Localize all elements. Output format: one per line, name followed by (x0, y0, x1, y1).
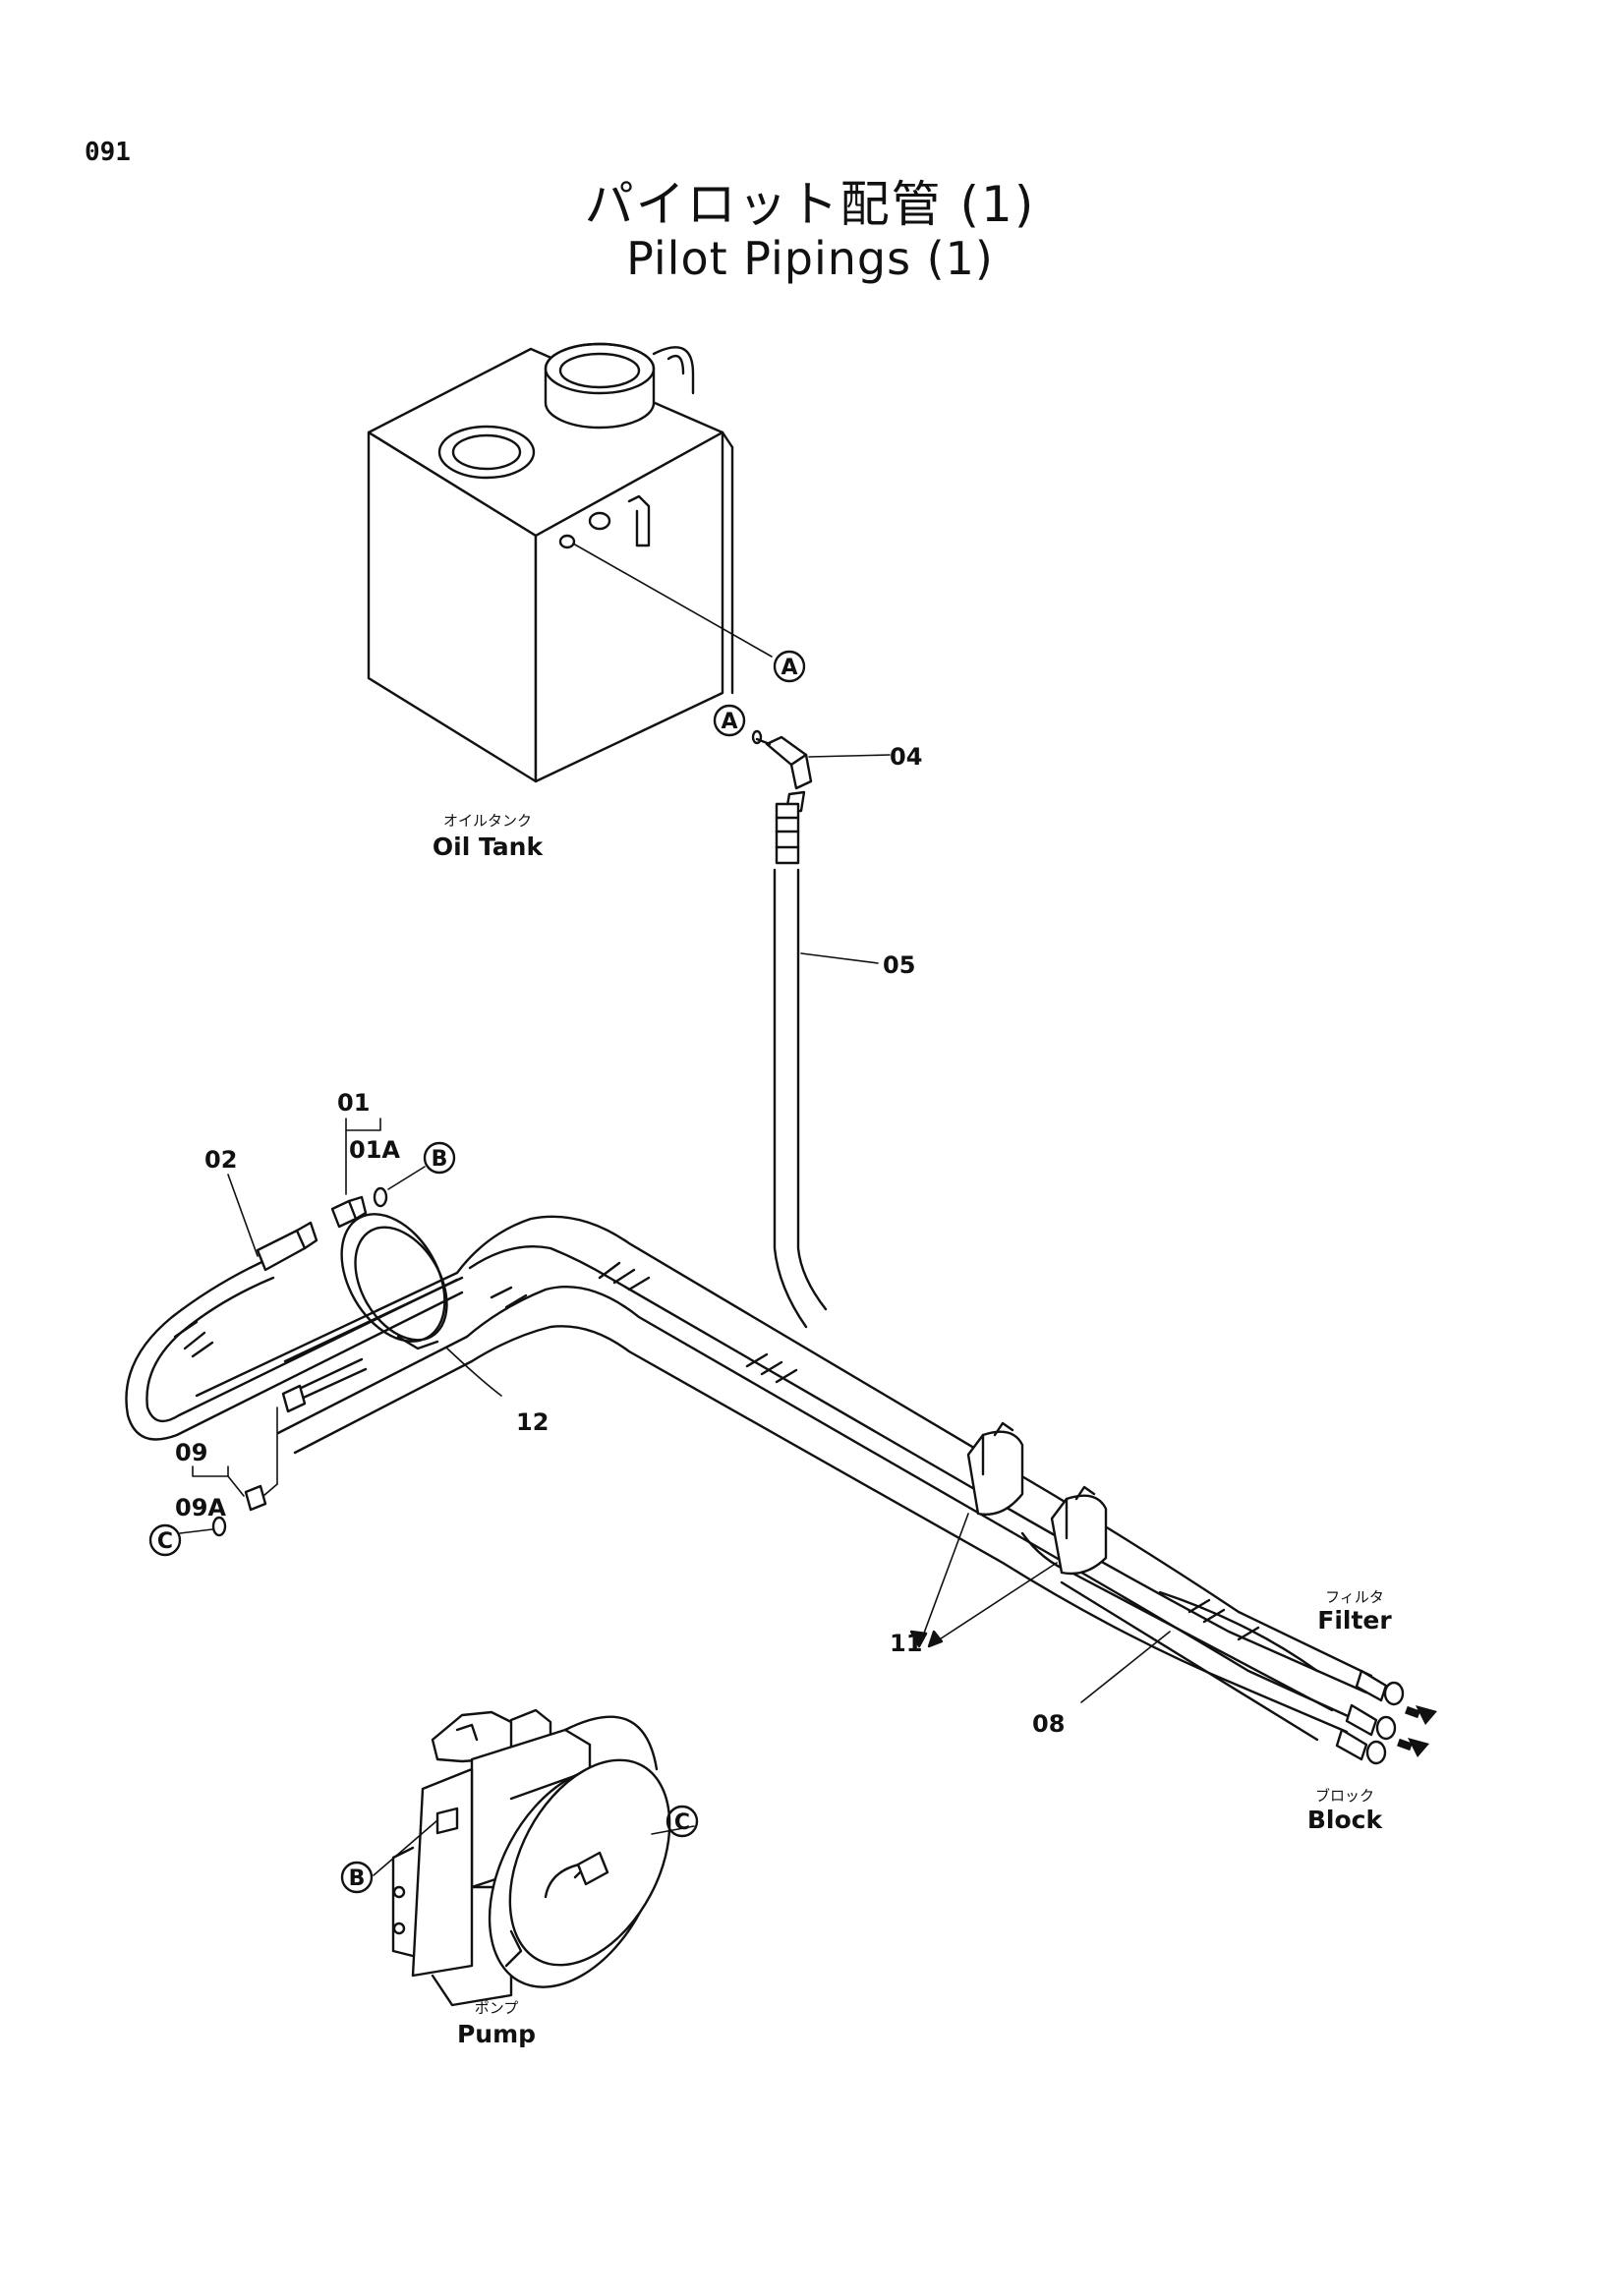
clamp-12 (340, 1213, 448, 1350)
clamps-11 (966, 1421, 1108, 1576)
pump-label-jp: ポンプ (475, 1999, 519, 2017)
oil-tank-label-en: Oil Tank (433, 832, 545, 861)
part-number-01: 01 (337, 1089, 370, 1117)
oil-tank-label-jp: オイルタンク (443, 812, 532, 830)
marker-b-label: B (349, 1866, 366, 1891)
marker-a-label: A (721, 710, 737, 734)
block-label-en: Block (1307, 1806, 1384, 1834)
fitting-01 (330, 1186, 388, 1229)
hose-end-fittings (1335, 1669, 1405, 1765)
oil-tank-drawing (367, 342, 734, 783)
pump-drawing (391, 1708, 671, 2007)
hose-02 (125, 1221, 464, 1441)
pump-label-en: Pump (457, 2020, 536, 2048)
part-number-01a: 01A (349, 1136, 400, 1164)
elbow-fitting-04 (751, 729, 813, 813)
hose-05 (773, 802, 828, 1329)
marker-c-pump (665, 1805, 699, 1838)
title-japanese: パイロット配管 (1) (584, 176, 1036, 233)
part-number-11: 11 (890, 1630, 922, 1657)
pipe-09 (211, 1357, 368, 1537)
part-number-04: 04 (890, 743, 922, 771)
marker-b-pump (340, 1861, 374, 1894)
flow-arrows (1397, 1705, 1437, 1757)
marker-a-label: A (781, 656, 797, 680)
filter-label-en: Filter (1317, 1606, 1392, 1635)
part-number-05: 05 (883, 951, 915, 979)
filter-label-jp: フィルタ (1325, 1588, 1384, 1606)
part-number-09a: 09A (175, 1494, 226, 1521)
block-label-jp: ブロック (1315, 1787, 1374, 1805)
leader-line-a-tank (572, 543, 773, 658)
pipe-bundle (195, 1215, 1373, 1742)
marker-c-fitting (148, 1523, 182, 1557)
marker-c-label: C (674, 1810, 690, 1835)
part-number-09: 09 (175, 1439, 207, 1466)
marker-c-label: C (157, 1529, 173, 1554)
part-number-02: 02 (204, 1146, 237, 1174)
marker-a-tank (773, 650, 806, 683)
page-number: 091 (85, 138, 131, 167)
marker-a-elbow (713, 704, 746, 737)
title-english: Pilot Pipings (1) (626, 232, 994, 285)
part-number-12: 12 (516, 1408, 549, 1436)
marker-b-fitting (423, 1141, 456, 1175)
part-number-08: 08 (1032, 1710, 1065, 1738)
marker-b-label: B (432, 1147, 448, 1172)
